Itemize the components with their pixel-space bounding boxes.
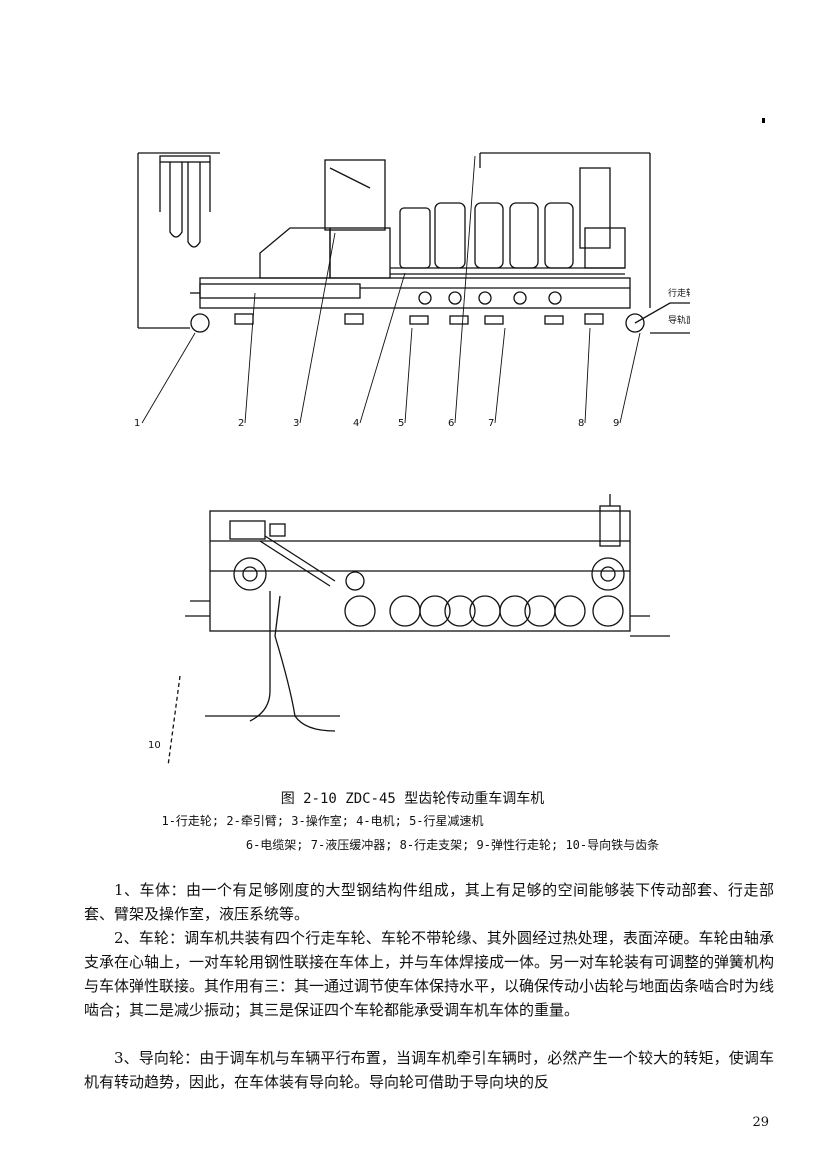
callout-9: 9 [613,418,619,428]
callout-8: 8 [578,418,584,428]
page-number: 29 [752,1115,769,1130]
figure-caption-legend-2: 6-电缆架; 7-液压缓冲器; 8-行走支架; 9-弹性行走轮; 10-导向铁与… [245,838,660,852]
paragraph-guide-wheels: 3、导向轮：由于调车机与车辆平行布置，当调车机牵引车辆时，必然产生一个较大的转矩… [84,1049,774,1091]
rail-label-walking: 行走轨面 [668,287,690,299]
callout-1: 1 [134,418,140,428]
scan-mark [762,118,765,123]
callout-10: 10 [148,740,161,751]
callout-4: 4 [353,418,359,428]
top-view-drawing: 10 [148,494,670,767]
paragraph-wheels: 2、车轮：调车机共装有四个行走车轮、车轮不带轮缘、其外圆经过热处理，表面淬硬。车… [84,929,775,1019]
callout-6: 6 [448,418,454,428]
callout-5: 5 [398,418,404,428]
callout-2: 2 [238,418,244,428]
rail-label-guide: 导轨面 [668,314,690,326]
callout-3: 3 [293,418,299,428]
figure-caption-legend-1: 1-行走轮; 2-牵引臂; 3-操作室; 4-电机; 5-行星减速机 [161,814,484,828]
callout-7: 7 [488,418,494,428]
paragraph-car-body: 1、车体：由一个有足够刚度的大型钢结构件组成，其上有足够的空间能够装下传动部套、… [84,881,774,923]
side-view-drawing: 1 2 3 4 5 6 7 8 9 行走轨面 导轨面 [134,152,690,428]
figure-caption-title: 图 2-10 ZDC-45 型齿轮传动重车调车机 [280,791,545,807]
